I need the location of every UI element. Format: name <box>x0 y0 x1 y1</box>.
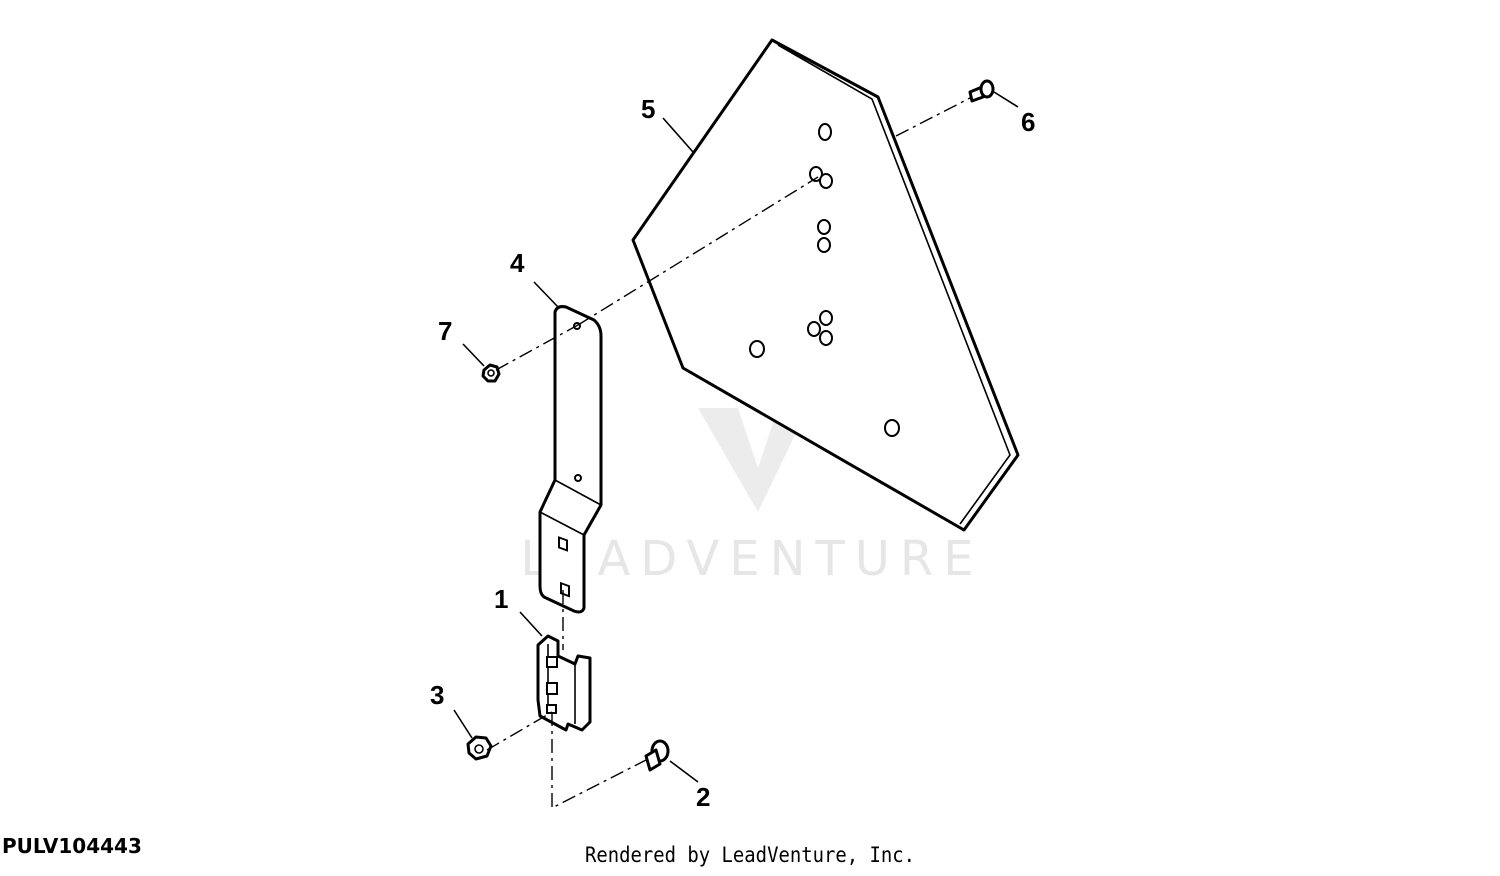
plate-holes <box>749 123 900 437</box>
callout-4: 4 <box>510 248 525 278</box>
callout-1: 1 <box>494 584 508 614</box>
callout-5: 5 <box>641 94 655 124</box>
part-7-nut[interactable] <box>481 363 501 383</box>
callout-3: 3 <box>430 680 444 710</box>
leader-lines <box>453 91 1019 783</box>
callout-2: 2 <box>696 782 710 812</box>
part-6-screw[interactable] <box>968 79 995 103</box>
part-5-deflector-plate[interactable] <box>631 38 1020 532</box>
assembly-center-lines <box>486 96 973 810</box>
watermark-text: LEADVENTURE <box>520 531 983 587</box>
part-2-bolt[interactable] <box>644 739 670 772</box>
callout-6: 6 <box>1021 107 1035 137</box>
callout-7: 7 <box>438 316 452 346</box>
drawing-id: PULV104443 <box>2 834 142 858</box>
part-3-flange-nut[interactable] <box>466 735 493 761</box>
render-credit: Rendered by LeadVenture, Inc. <box>585 843 915 867</box>
watermark: LEADVENTURE <box>520 300 983 587</box>
callout-labels: 1 2 3 4 5 6 7 <box>430 94 1035 812</box>
